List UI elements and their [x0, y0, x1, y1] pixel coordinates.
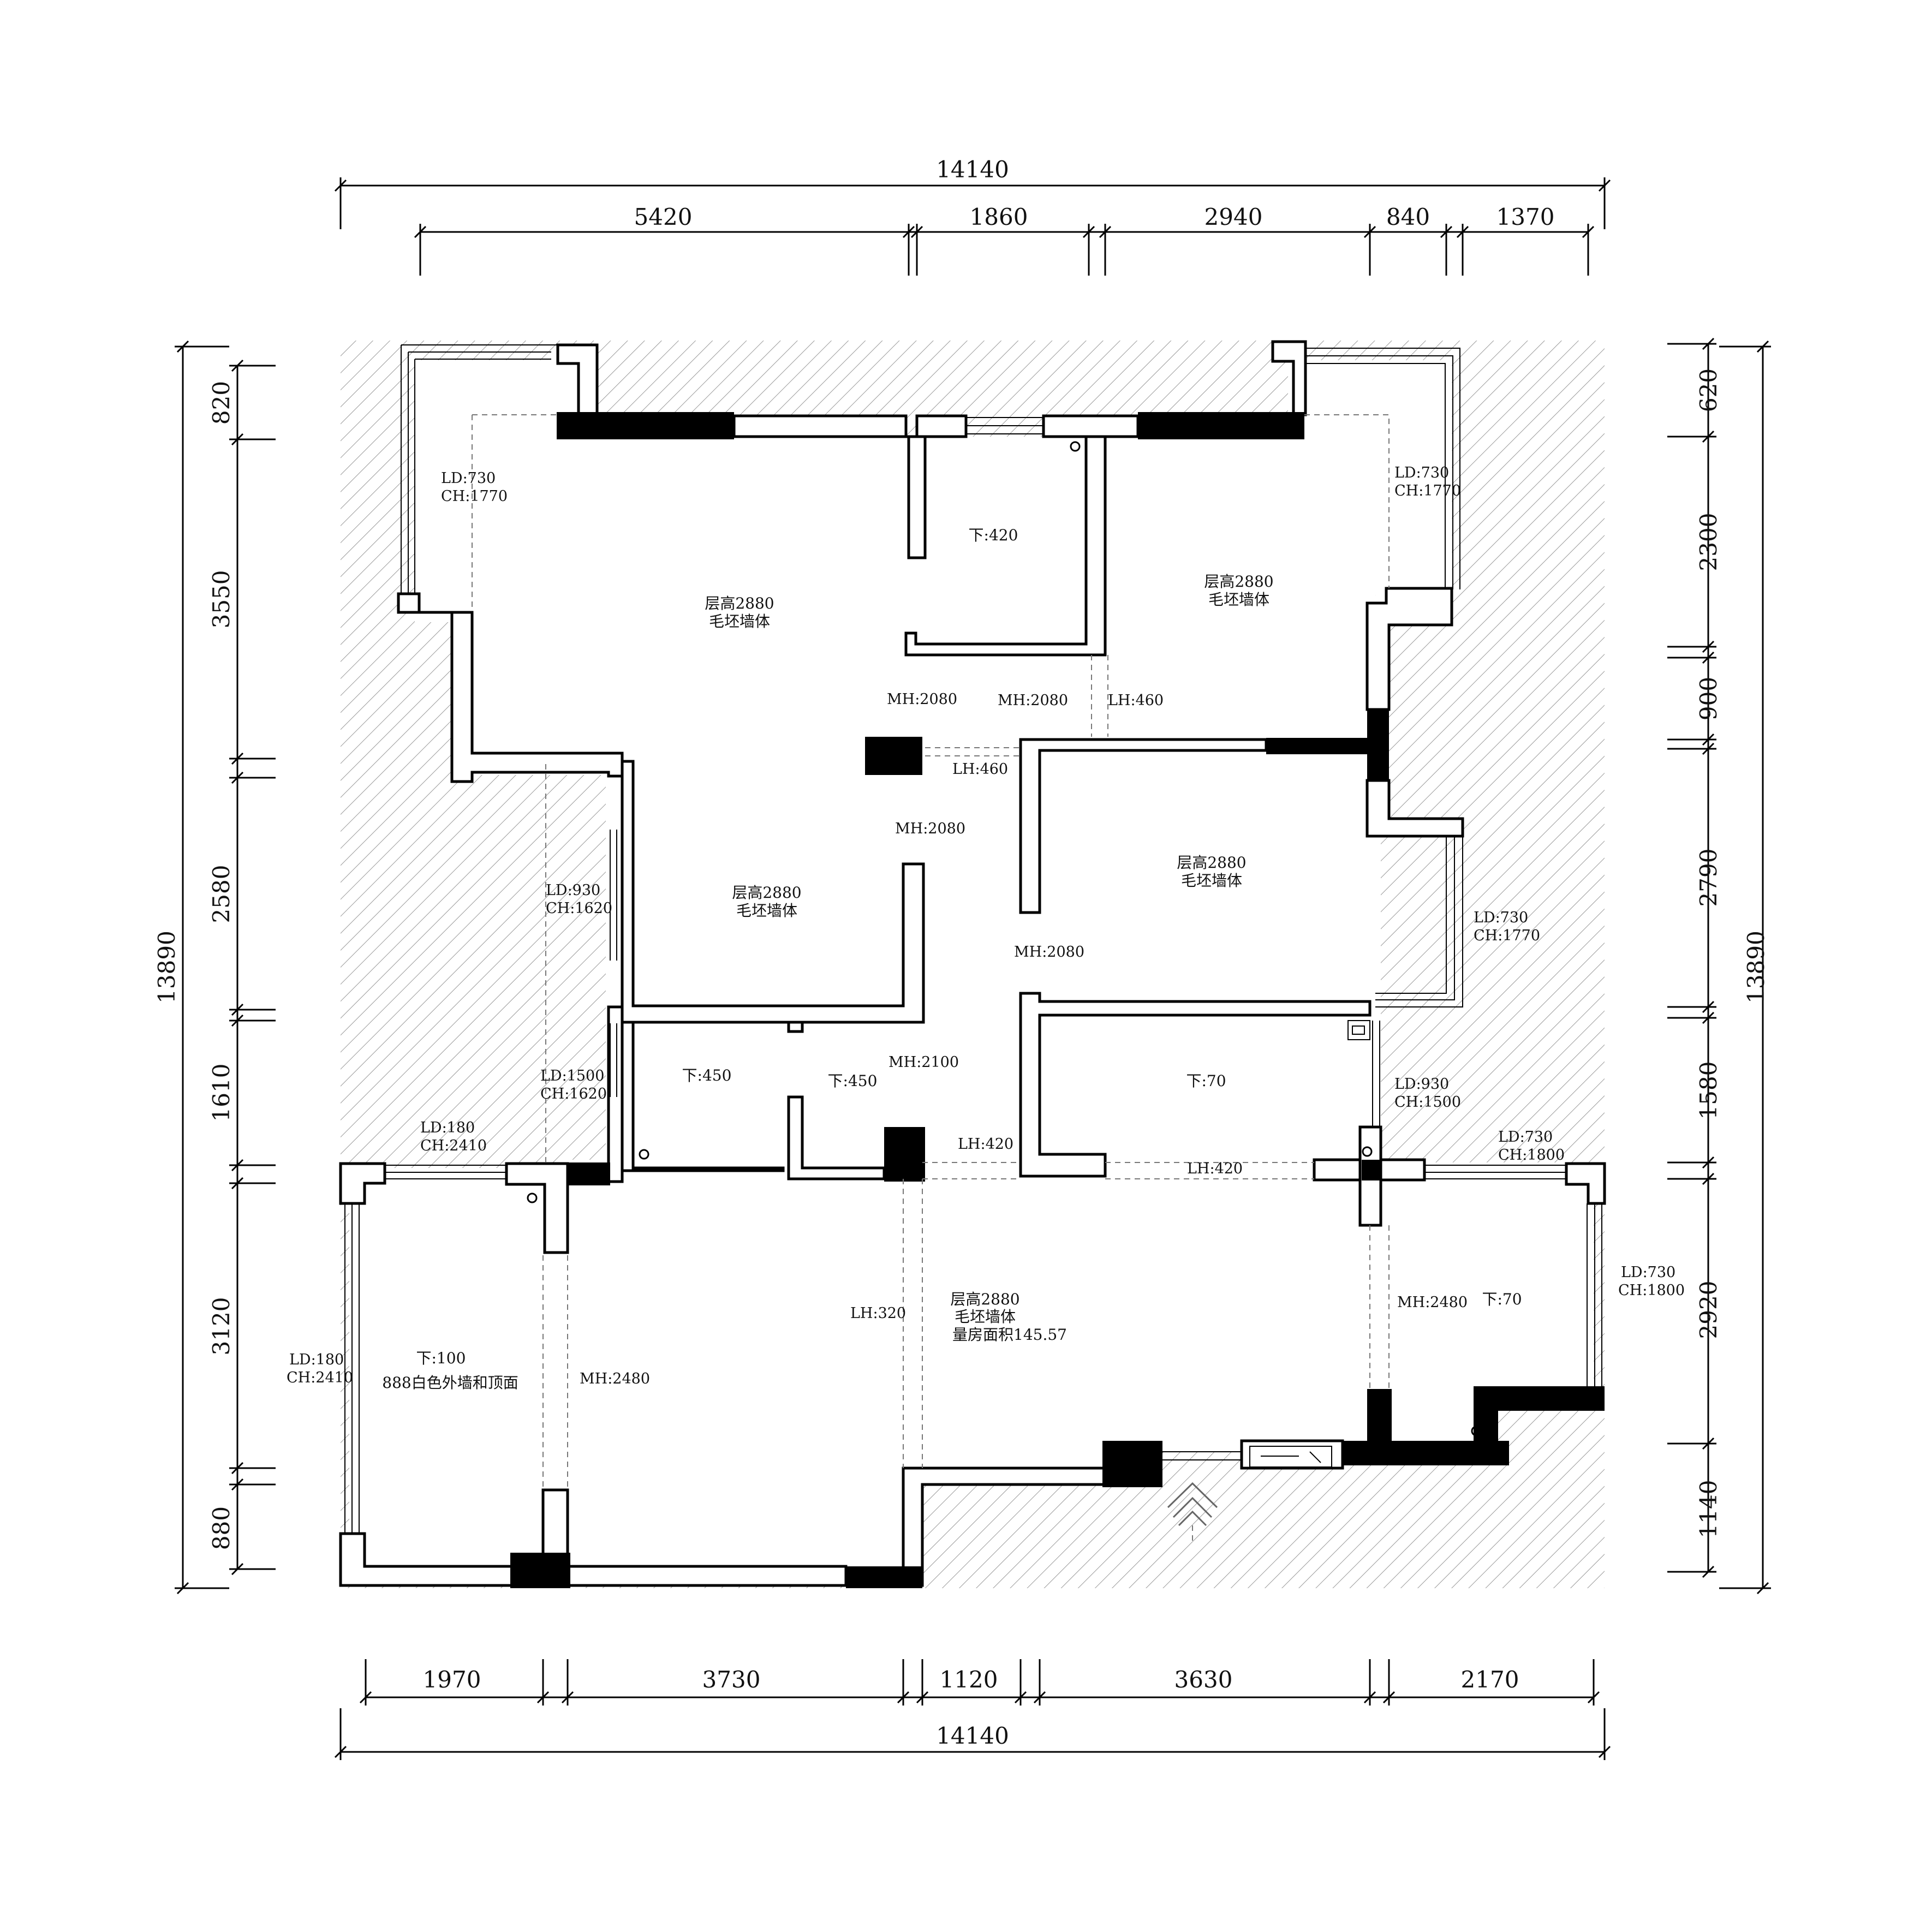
- room-north-small: 下:420: [969, 526, 1018, 544]
- dim-right-total: 13890: [1743, 931, 1769, 1004]
- dim-top-seg: 840: [1386, 204, 1430, 230]
- door-mh-5: MH:2100: [889, 1054, 959, 1071]
- dim-right-seg: 2920: [1695, 1281, 1722, 1339]
- room-labels: 层高2880 毛坯墙体 下:420 层高2880 毛坯墙体 层高2880 毛坯墙…: [382, 526, 1522, 1392]
- door-mh-4: MH:2080: [1014, 944, 1084, 961]
- dim-right-seg: 1140: [1695, 1480, 1722, 1539]
- win-nw-ch: CH:1770: [441, 488, 508, 505]
- dim-top-seg: 1370: [1496, 204, 1555, 230]
- win-ne-ld: LD:730: [1394, 464, 1449, 481]
- dim-left-seg: 2580: [208, 865, 235, 923]
- win-bath-east-ch: CH:1500: [1394, 1094, 1461, 1111]
- room-north-left-l1: 层高2880: [705, 594, 774, 612]
- win-balc-top-ch: CH:2410: [420, 1137, 487, 1154]
- door-lh-3: LH:420: [958, 1136, 1013, 1153]
- room-north-right-l2: 毛坯墙体: [1208, 591, 1269, 609]
- drain-icon: [1471, 1426, 1482, 1436]
- dim-bottom-seg: 1120: [940, 1666, 998, 1693]
- door-height-labels: MH:2080 MH:2080 LH:460 LH:460 MH:2080 MH…: [580, 691, 1468, 1387]
- room-mid-left-l2: 毛坯墙体: [736, 902, 797, 920]
- dim-top-seg: 2940: [1204, 204, 1263, 230]
- dim-left-total: 13890: [153, 931, 180, 1004]
- win-balc-left-ld: LD:180: [289, 1351, 344, 1368]
- win-nw-ld: LD:730: [441, 470, 496, 487]
- win-mid-right-ch: CH:1770: [1474, 927, 1540, 944]
- win-east-right-ch: CH:1800: [1618, 1282, 1685, 1299]
- win-bath-east-ld: LD:930: [1394, 1076, 1449, 1093]
- dim-bottom-total: 14140: [936, 1722, 1009, 1749]
- door-mh-3: MH:2080: [895, 820, 965, 837]
- dim-top-total: 14140: [936, 156, 1009, 183]
- room-bath-left: 下:450: [682, 1066, 732, 1084]
- dashed-lines: [472, 414, 1390, 1490]
- win-east-top-ld: LD:730: [1498, 1129, 1553, 1146]
- dim-right-seg: 1580: [1695, 1062, 1722, 1120]
- drain-icon: [527, 1192, 538, 1203]
- door-lh-1: LH:460: [1108, 692, 1164, 709]
- fixtures: [527, 441, 1482, 1545]
- door-mh-6: MH:2480: [580, 1370, 650, 1387]
- floor-drain-icon: [1347, 1020, 1370, 1040]
- opening-labels: LD:730 CH:1770 LD:730 CH:1770 LD:930 CH:…: [287, 464, 1685, 1386]
- room-bath-right: 下:450: [828, 1072, 878, 1090]
- win-east-right-ld: LD:730: [1621, 1264, 1675, 1281]
- structural-columns: [510, 412, 1605, 1588]
- win-balc-top-ld: LD:180: [420, 1119, 475, 1136]
- dim-top-seg: 1860: [970, 204, 1028, 230]
- room-north-right-l1: 层高2880: [1204, 573, 1273, 591]
- win-mid-left-ch: CH:1620: [546, 900, 612, 917]
- windows: [344, 344, 1602, 1534]
- win-east-top-ch: CH:1800: [1498, 1147, 1565, 1164]
- win-mid-right-ld: LD:730: [1474, 909, 1528, 926]
- door-mh-1: MH:2080: [887, 691, 957, 708]
- room-balcony-east: 下:70: [1482, 1290, 1522, 1308]
- dim-right-seg: 900: [1695, 677, 1722, 720]
- dim-bottom-seg: 3730: [702, 1666, 761, 1693]
- drain-icon: [639, 1149, 649, 1160]
- room-living-l1: 层高2880: [950, 1290, 1019, 1308]
- dim-bottom-seg: 2170: [1461, 1666, 1519, 1693]
- dim-bottom-seg: 1970: [423, 1666, 481, 1693]
- dim-right-seg: 620: [1695, 368, 1722, 412]
- dim-bottom-seg: 3630: [1174, 1666, 1233, 1693]
- room-bath-east: 下:70: [1186, 1072, 1226, 1090]
- dim-top-seg: 5420: [634, 204, 693, 230]
- door-mh-2: MH:2080: [998, 692, 1068, 709]
- dim-left-seg: 880: [208, 1506, 235, 1550]
- drain-icon: [1362, 1146, 1373, 1157]
- entrance-arrow-icon: [1167, 1482, 1218, 1527]
- win-balc-left-ch: CH:2410: [287, 1369, 353, 1386]
- win-bath-left-ld: LD:1500: [540, 1068, 604, 1084]
- interior-floor: [349, 360, 1594, 1572]
- dim-left-seg: 3120: [208, 1297, 235, 1356]
- door-lh-4: LH:420: [1187, 1160, 1243, 1177]
- dim-left-seg: 1610: [208, 1064, 235, 1122]
- door-lh-2: LH:460: [952, 761, 1008, 778]
- room-north-left-l2: 毛坯墙体: [709, 612, 770, 630]
- win-bath-left-ch: CH:1620: [540, 1086, 607, 1102]
- dim-right-seg: 2790: [1695, 849, 1722, 907]
- room-balcony-west-l1: 下:100: [416, 1349, 466, 1367]
- door-mh-7: MH:2480: [1397, 1294, 1468, 1311]
- win-mid-left-ld: LD:930: [546, 882, 600, 899]
- dim-left-seg: 820: [208, 381, 235, 425]
- dim-right-seg: 2300: [1695, 513, 1722, 571]
- stove-icon: [1249, 1446, 1332, 1468]
- win-ne-ch: CH:1770: [1394, 482, 1461, 499]
- room-living-l2: 毛坯墙体: [955, 1308, 1016, 1326]
- dim-left-seg: 3550: [208, 570, 235, 629]
- room-mid-right-l2: 毛坯墙体: [1181, 872, 1242, 890]
- drain-icon: [1070, 441, 1081, 452]
- room-mid-right-l1: 层高2880: [1177, 854, 1246, 872]
- room-mid-left-l1: 层高2880: [732, 884, 801, 902]
- room-living-l3: 量房面积145.57: [952, 1326, 1067, 1344]
- dimension-lines: [175, 177, 1771, 1760]
- room-balcony-west-l2: 888白色外墙和顶面: [382, 1374, 518, 1392]
- door-lh-5: LH:320: [850, 1305, 906, 1322]
- dimension-texts: 14140 5420 1860 2940 840 1370 1970 3730 …: [153, 156, 1769, 1749]
